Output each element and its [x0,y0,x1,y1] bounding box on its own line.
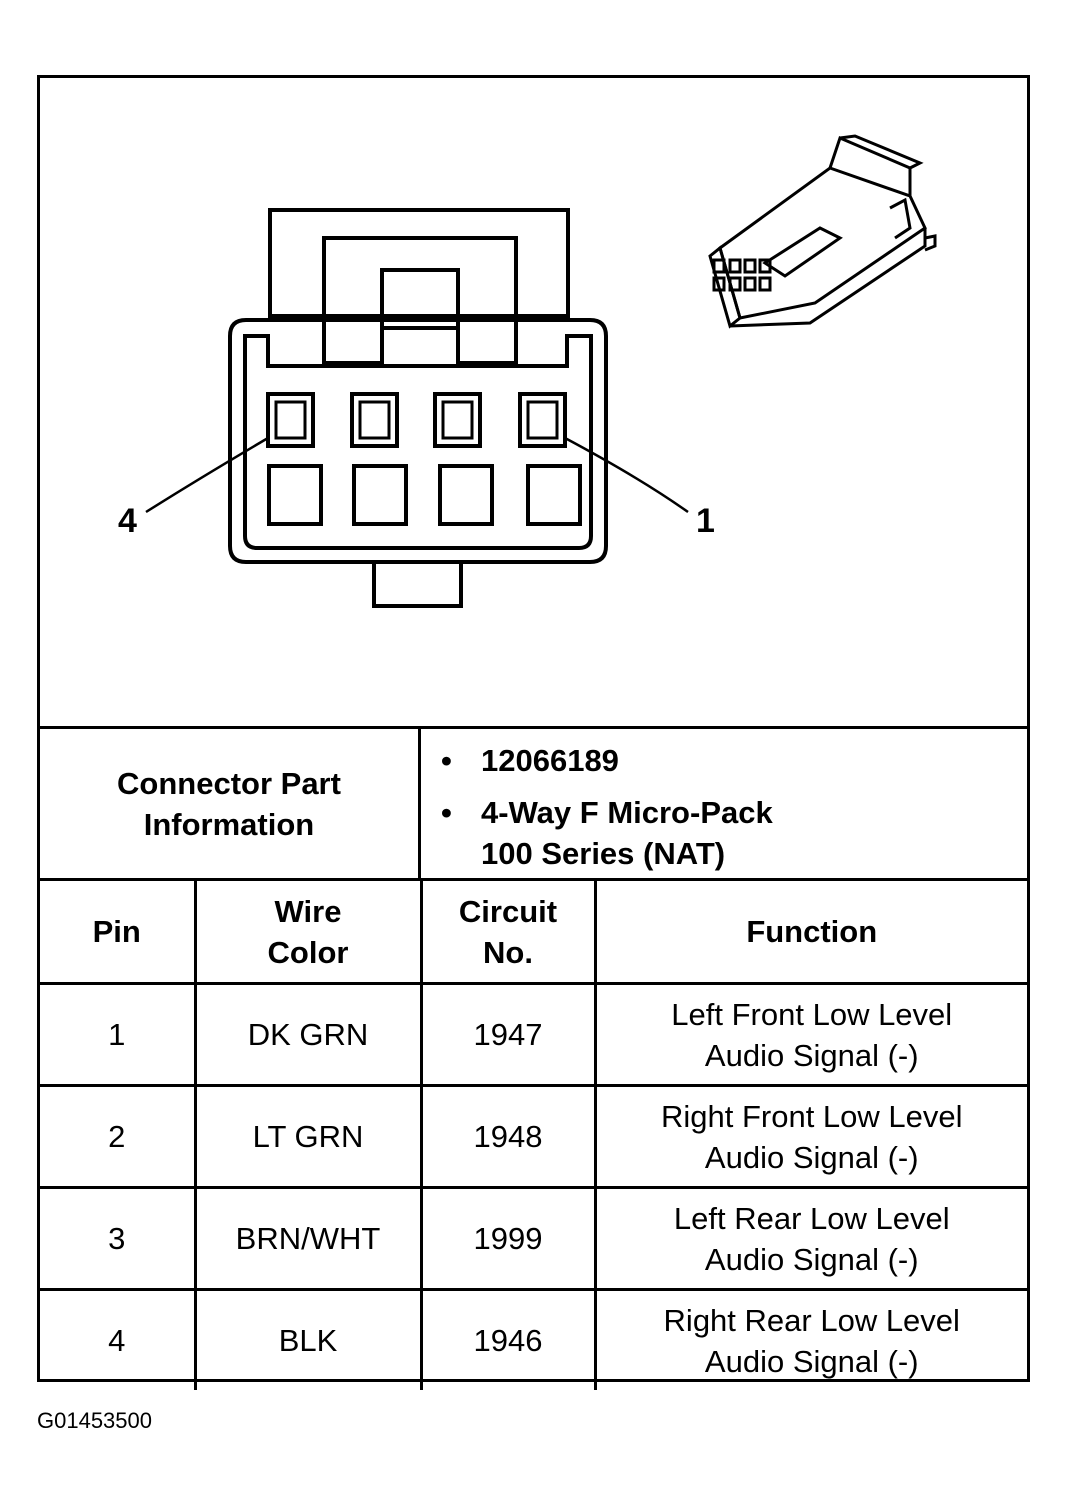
pin-cavity-3 [350,392,399,448]
cell-circuit: 1948 [419,1085,595,1189]
function-line1: Left Rear Low Level [673,1200,950,1236]
cell-function: Left Front Low Level Audio Signal (-) [593,983,1027,1087]
cell-pin: 2 [40,1085,195,1189]
part-number: 12066189 [481,743,619,778]
part-number-line: • 12066189 [441,740,619,781]
pin-cavity-1 [518,392,567,448]
header-circuit-line2: No. [483,934,533,970]
connector-face-drawing [145,134,937,608]
connector-isometric-view [708,134,937,329]
header-wire-color: Wire Color [193,881,421,985]
info-label-line2: Information [143,806,315,842]
pin-table: Pin Wire Color Circuit No. Function 1 DK… [40,881,1027,1390]
connector-key-tab [372,562,463,608]
description-line-2: 100 Series (NAT) [481,833,725,874]
pin-table-header-row: Pin Wire Color Circuit No. Function [40,881,1027,985]
callout-leader-4 [145,436,269,514]
lower-cavity [526,464,582,526]
cell-circuit: 1946 [419,1289,595,1390]
table-row: 2 LT GRN 1948 Right Front Low Level Audi… [40,1085,1027,1189]
table-row: 4 BLK 1946 Right Rear Low Level Audio Si… [40,1289,1027,1390]
latch-housing [268,208,570,318]
header-wire-color-line2: Color [267,934,349,970]
function-line2: Audio Signal (-) [704,1343,919,1379]
header-wire-color-line1: Wire [274,893,342,929]
header-circuit-line1: Circuit [458,893,558,929]
connector-part-info-row: Connector Part Information • 12066189 • … [40,726,1027,881]
description-line2: 100 Series (NAT) [481,836,726,871]
cell-circuit: 1999 [419,1187,595,1291]
header-function: Function [593,881,1027,985]
cell-function: Left Rear Low Level Audio Signal (-) [593,1187,1027,1291]
description-line1: 4-Way F Micro-Pack [481,795,773,830]
connector-part-info-values: • 12066189 • 4-Way F Micro-Pack 100 Seri… [421,729,1027,878]
table-row: 1 DK GRN 1947 Left Front Low Level Audio… [40,983,1027,1087]
header-pin: Pin [40,881,195,985]
header-circuit-no: Circuit No. [419,881,595,985]
lower-cavity [267,464,323,526]
cell-function: Right Front Low Level Audio Signal (-) [593,1085,1027,1189]
lower-cavity [352,464,408,526]
pin-callout-1: 1 [696,502,715,540]
function-line2: Audio Signal (-) [704,1241,919,1277]
figure-id: G01453500 [37,1408,152,1433]
pin-callout-4: 4 [118,502,137,540]
latch-inner [322,236,518,365]
connector-body-inner [243,334,593,550]
cell-pin: 3 [40,1187,195,1291]
cell-wire-color: BLK [193,1289,421,1390]
cell-wire-color: LT GRN [193,1085,421,1189]
cell-wire-color: DK GRN [193,983,421,1087]
lower-cavity [438,464,494,526]
cell-circuit: 1947 [419,983,595,1087]
callout-leader-1 [564,436,689,514]
info-label-line1: Connector Part [117,765,341,801]
table-row: 3 BRN/WHT 1999 Left Rear Low Level Audio… [40,1187,1027,1291]
function-line1: Right Rear Low Level [663,1302,960,1338]
pin-cavity-4 [266,392,315,448]
cell-function: Right Rear Low Level Audio Signal (-) [593,1289,1027,1390]
function-line1: Left Front Low Level [671,996,953,1032]
bullet: • [441,795,452,830]
function-line2: Audio Signal (-) [704,1139,919,1175]
bullet: • [441,743,452,778]
connector-diagram-area: 4 1 [40,78,1027,726]
cell-wire-color: BRN/WHT [193,1187,421,1291]
cell-pin: 4 [108,1323,126,1358]
connector-part-info-label: Connector Part Information [40,729,421,878]
function-line1: Right Front Low Level [660,1098,963,1134]
cell-pin: 1 [40,983,195,1087]
connector-body-outer [228,318,608,564]
pin-cavity-2 [433,392,482,448]
description-line: • 4-Way F Micro-Pack [441,792,773,833]
diagram-frame: 4 1 Connector Part Information • 1206618… [37,75,1030,1390]
function-line2: Audio Signal (-) [704,1037,919,1073]
